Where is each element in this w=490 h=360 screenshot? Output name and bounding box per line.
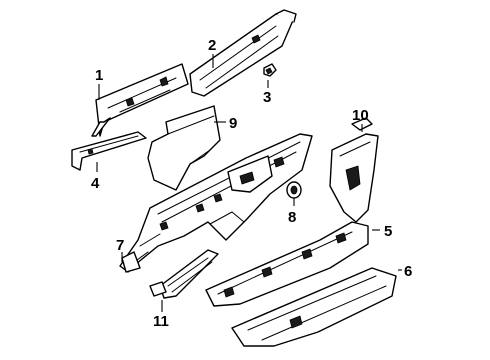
callout-8: 8 (288, 209, 296, 226)
callout-4: 4 (91, 175, 100, 192)
part-1-cowl-vent-panel (91, 63, 189, 137)
part-3-clip (263, 63, 277, 77)
callout-9: 9 (229, 115, 237, 132)
part-11-support-bracket (149, 249, 219, 299)
callout-11: 11 (153, 313, 169, 330)
callout-7: 7 (116, 237, 124, 254)
callout-3: 3 (263, 89, 271, 106)
callout-6: 6 (404, 263, 412, 280)
callout-2: 2 (208, 37, 216, 54)
part-7-lower-extension (121, 251, 141, 273)
dash-panel (119, 133, 313, 273)
part-5-floor-panel-upper (205, 221, 369, 307)
leader-lines (96, 54, 402, 312)
callout-labels: 1 2 3 4 5 6 7 8 9 10 11 (91, 37, 412, 330)
part-6-floor-pan (231, 267, 397, 347)
callout-10: 10 (352, 107, 369, 124)
callout-1: 1 (95, 67, 103, 84)
part-8-grommet (286, 181, 302, 199)
part-10-side-bracket (329, 117, 379, 223)
callout-5: 5 (384, 223, 392, 240)
part-9-insulator (147, 105, 221, 191)
part-4-reinforcement-bar (71, 131, 147, 171)
part-2-cowl-upper-panel (189, 9, 297, 97)
